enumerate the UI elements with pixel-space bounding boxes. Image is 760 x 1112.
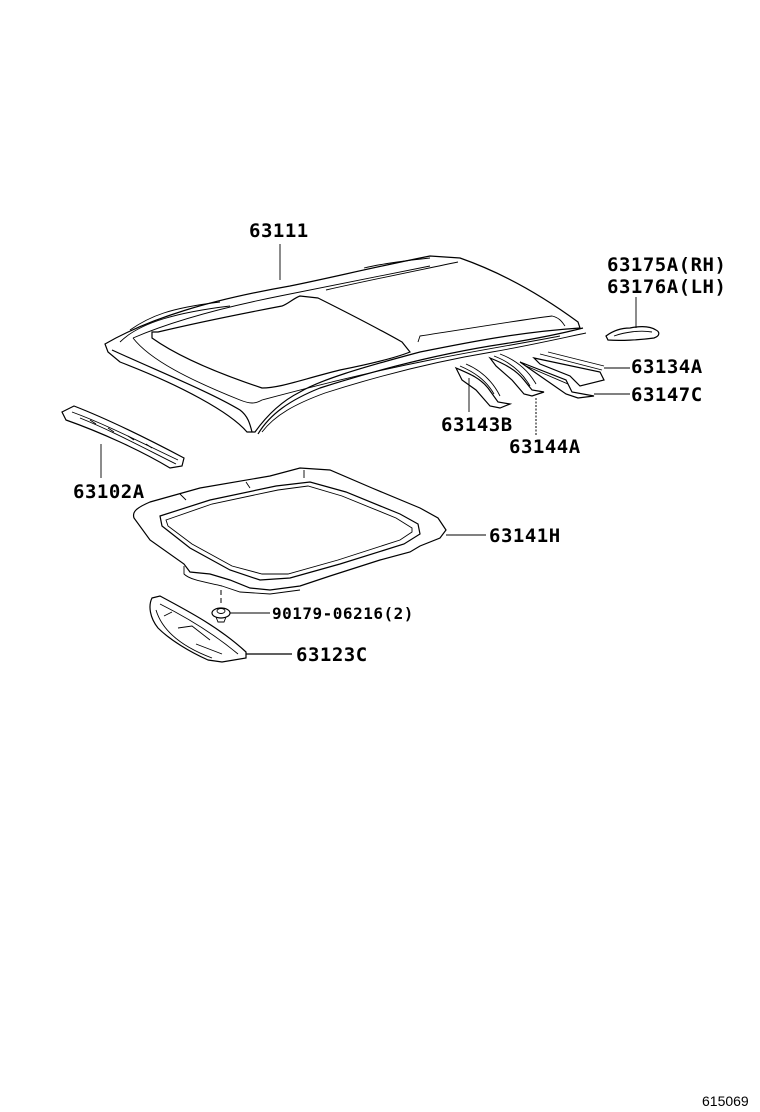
label-63134A[interactable]: 63134A (631, 356, 703, 378)
roof-bow-mid-1-shape[interactable] (454, 363, 513, 409)
front-header-shape[interactable] (61, 405, 185, 469)
clip-shape[interactable] (211, 607, 231, 623)
roof-panel-shape[interactable] (104, 255, 587, 435)
label-63102A[interactable]: 63102A (73, 481, 145, 503)
label-63143B[interactable]: 63143B (441, 414, 513, 436)
label-63176A-lh[interactable]: 63176A(LH) (607, 276, 727, 298)
diagram-reference-code: 615069 (702, 1093, 749, 1109)
roof-bow-mid-2-shape[interactable] (488, 353, 545, 397)
side-bracket-shape[interactable] (605, 326, 660, 341)
label-63144A[interactable]: 63144A (509, 436, 581, 458)
label-63111[interactable]: 63111 (249, 220, 309, 242)
label-63123C[interactable]: 63123C (296, 644, 368, 666)
roof-bow-rear-shape[interactable] (519, 351, 605, 399)
label-90179-06216[interactable]: 90179-06216(2) (272, 604, 414, 623)
label-63141H[interactable]: 63141H (489, 525, 561, 547)
label-63175A-rh[interactable]: 63175A(RH) (607, 254, 727, 276)
label-63147C[interactable]: 63147C (631, 384, 703, 406)
sunroof-reinforcement-shape[interactable] (132, 467, 447, 595)
front-reinf-shape[interactable] (149, 595, 247, 663)
